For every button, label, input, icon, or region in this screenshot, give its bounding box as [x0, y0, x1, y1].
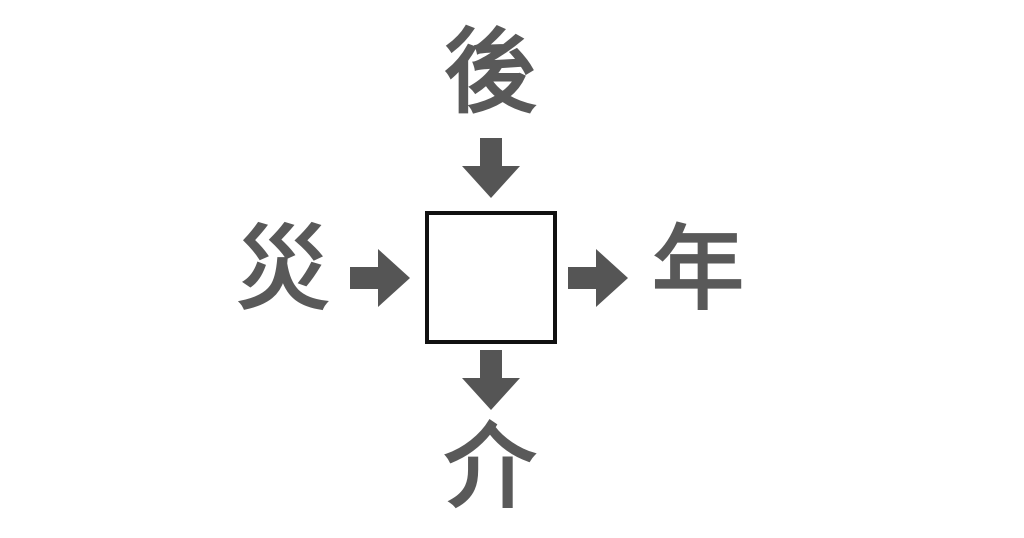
- kanji-left: 災: [236, 216, 329, 323]
- arrow-right-icon: [350, 249, 410, 307]
- kanji-right: 年: [651, 216, 744, 323]
- kanji-top: 後: [443, 19, 536, 126]
- arrow-down-icon: [462, 350, 520, 410]
- arrow-down-icon: [462, 138, 520, 198]
- kanji-bottom: 介: [443, 414, 536, 521]
- answer-box[interactable]: [425, 211, 557, 344]
- arrow-right-icon: [568, 249, 628, 307]
